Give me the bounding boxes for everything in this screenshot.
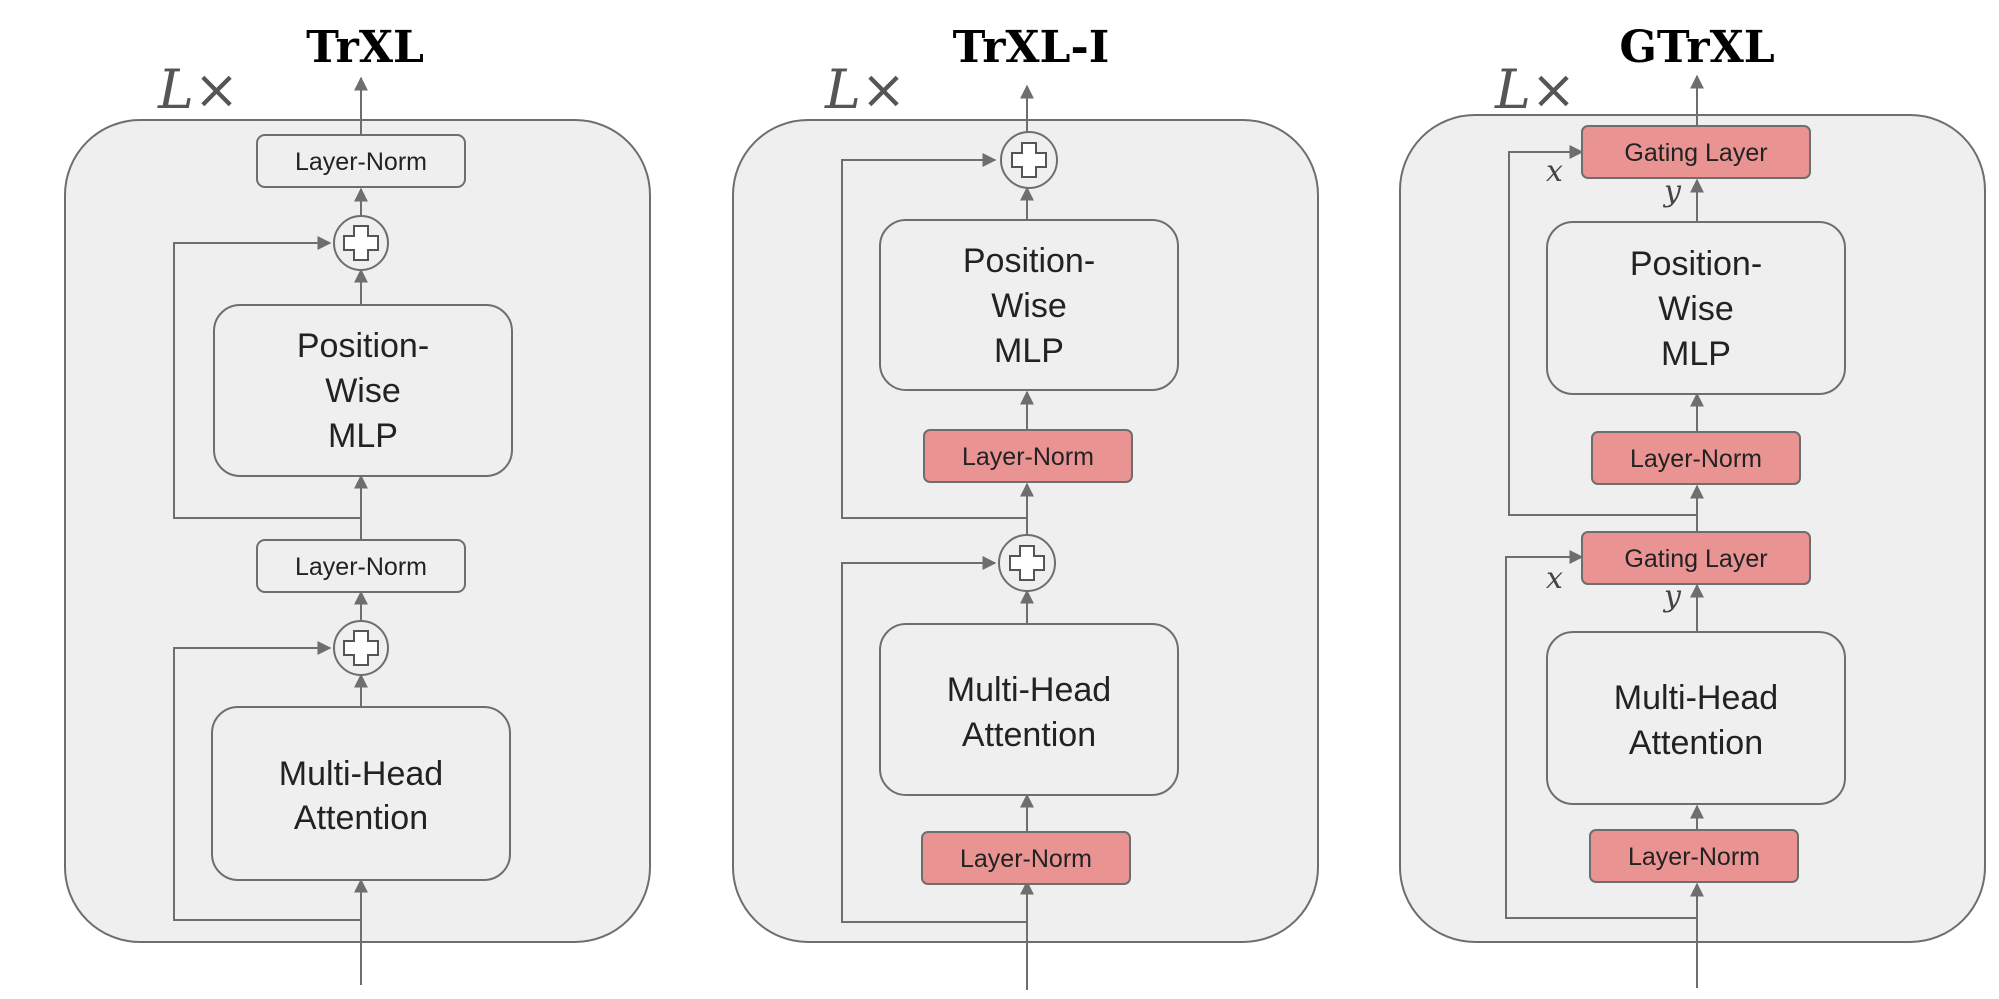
trxl-block: TrXL L× Multi-Head Attention Layer-Norm … xyxy=(64,22,651,985)
gtrxl-mlp-label-2: Wise xyxy=(1658,290,1734,328)
trxl-layer-norm-1 xyxy=(256,539,466,593)
trxl-i-plus-icon-2 xyxy=(1011,142,1047,178)
gtrxl-gating-layer-2-label: Gating Layer xyxy=(1624,139,1767,167)
trxl-i-mha-box xyxy=(879,623,1179,796)
trxl-i-title: TrXL-I xyxy=(953,22,1110,73)
trxl-i-repeat-label: L× xyxy=(824,58,906,121)
trxl-i-residual-2 xyxy=(841,153,1027,519)
gtrxl-layer-norm-1-label: Layer-Norm xyxy=(1628,843,1760,871)
trxl-i-block: TrXL-I L× Layer-Norm Multi-Head Attentio… xyxy=(732,22,1319,990)
gtrxl-mha-label-2: Attention xyxy=(1629,724,1763,762)
trxl-i-residual-1 xyxy=(841,556,1027,923)
gtrxl-repeat-label: L× xyxy=(1494,58,1576,121)
trxl-i-mlp-label-1: Position- xyxy=(963,242,1095,280)
gtrxl-mha-box xyxy=(1546,631,1846,805)
trxl-layer-norm-2-label: Layer-Norm xyxy=(295,148,427,176)
trxl-plus-icon-2 xyxy=(343,225,379,261)
gtrxl-block: GTrXL L× Layer-Norm Multi-Head Attention… xyxy=(1399,22,1986,988)
trxl-layer-norm-2 xyxy=(256,134,466,188)
gtrxl-mlp-label-3: MLP xyxy=(1661,335,1731,373)
gtrxl-mlp-label-1: Position- xyxy=(1630,245,1762,283)
trxl-residual-1 xyxy=(173,641,361,921)
trxl-repeat-label: L× xyxy=(157,58,239,121)
gtrxl-mha-label-1: Multi-Head xyxy=(1614,679,1778,717)
trxl-i-mlp-label-3: MLP xyxy=(994,332,1064,370)
gtrxl-var-x-2: x xyxy=(1546,154,1563,189)
trxl-residual-2 xyxy=(173,236,361,519)
gtrxl-gating-layer-1-label: Gating Layer xyxy=(1624,545,1767,573)
trxl-plus-icon-1 xyxy=(343,630,379,666)
gtrxl-layer-norm-1 xyxy=(1589,829,1799,883)
trxl-mlp-box xyxy=(213,304,513,477)
gtrxl-title: GTrXL xyxy=(1619,22,1774,73)
trxl-i-layer-norm-2 xyxy=(923,429,1133,483)
trxl-mha-label-1: Multi-Head xyxy=(279,755,443,793)
trxl-i-mlp-box xyxy=(879,219,1179,391)
gtrxl-var-x-1: x xyxy=(1546,561,1563,596)
trxl-i-layer-norm-1 xyxy=(921,831,1131,885)
trxl-title: TrXL xyxy=(306,22,424,73)
gtrxl-gating-layer-2 xyxy=(1581,125,1811,179)
trxl-mlp-label-2: Wise xyxy=(325,372,401,410)
trxl-i-plus-icon-1 xyxy=(1009,545,1045,581)
gtrxl-mlp-box xyxy=(1546,221,1846,395)
trxl-mlp-label-3: MLP xyxy=(328,417,398,455)
trxl-mha-label-2: Attention xyxy=(294,799,428,837)
gtrxl-residual-1 xyxy=(1505,550,1697,919)
gtrxl-var-y-2: y xyxy=(1662,174,1682,209)
gtrxl-layer-norm-2-label: Layer-Norm xyxy=(1630,445,1762,473)
trxl-mlp-label-1: Position- xyxy=(297,327,429,365)
trxl-layer-norm-1-label: Layer-Norm xyxy=(295,553,427,581)
trxl-i-mha-label-2: Attention xyxy=(962,716,1096,754)
gtrxl-residual-2 xyxy=(1508,145,1697,516)
trxl-i-layer-norm-2-label: Layer-Norm xyxy=(962,443,1094,471)
trxl-mha-box xyxy=(211,706,511,881)
gtrxl-var-y-1: y xyxy=(1662,579,1682,614)
trxl-i-mlp-label-2: Wise xyxy=(991,287,1067,325)
gtrxl-layer-norm-2 xyxy=(1591,431,1801,485)
gtrxl-gating-layer-1 xyxy=(1581,531,1811,585)
trxl-i-mha-label-1: Multi-Head xyxy=(947,671,1111,709)
trxl-i-layer-norm-1-label: Layer-Norm xyxy=(960,845,1092,873)
